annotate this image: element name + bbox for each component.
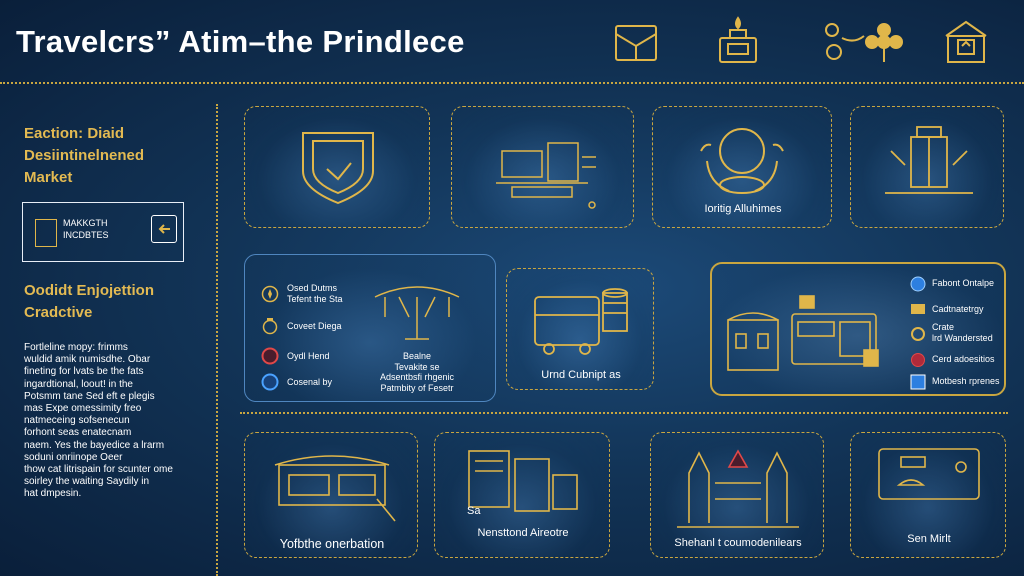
arrow-box-icon bbox=[151, 215, 177, 243]
legend-label: Fabont Ontalpe bbox=[932, 278, 995, 288]
sidebar-heading-line: Oodidt Enjojettion bbox=[24, 282, 154, 299]
sidebar-heading-1: Eaction: Diaid Desiintinelnened Market bbox=[24, 123, 144, 189]
badge-red-icon bbox=[910, 352, 926, 368]
body-line: hat dmpesin. bbox=[24, 488, 82, 500]
flower-icon[interactable] bbox=[820, 18, 910, 66]
body-line: mas Expe omessimity freo bbox=[24, 403, 142, 415]
legend-label: Cadtnatetrgy bbox=[932, 304, 984, 314]
body-line: forhont seas enatecnam bbox=[24, 427, 132, 439]
checkbox-icon bbox=[910, 374, 926, 390]
card-tv[interactable]: Sen Mirlt bbox=[850, 432, 1006, 558]
stall-icon bbox=[274, 455, 396, 522]
body-line: natmeceing sofsenecun bbox=[24, 415, 130, 427]
card-documents[interactable]: Sa Nensttond Aireotre bbox=[434, 432, 610, 558]
body-line: ingardtional, loout! in the bbox=[24, 378, 133, 390]
card-label: Yofbthe onerbation bbox=[279, 537, 385, 551]
building-icon[interactable] bbox=[942, 18, 990, 66]
sun-icon bbox=[910, 326, 926, 342]
storefront-icon bbox=[727, 295, 879, 371]
ticket-icon bbox=[910, 302, 926, 318]
sidebar-heading-line: Eaction: Diaid bbox=[24, 125, 125, 142]
circuit-icon bbox=[496, 142, 596, 209]
caption-line: Bealne bbox=[402, 351, 432, 361]
card-shield[interactable] bbox=[244, 106, 430, 228]
card-label: Urnd Cubnipt as bbox=[541, 369, 621, 381]
legend-label: Motbesh rprenes bbox=[932, 376, 1000, 386]
document-icon bbox=[35, 219, 57, 247]
body-line: soirley the waiting Saydily in bbox=[24, 476, 150, 488]
card-label: Nensttond Aireotre bbox=[477, 527, 569, 539]
legend-label: Oydl Hend bbox=[287, 351, 330, 361]
market-indicator-box[interactable]: MAKKGTH INCDBTES bbox=[22, 202, 184, 262]
card-prefix: Sa bbox=[467, 505, 481, 517]
card-temple[interactable]: Shehanl t coumodenilears bbox=[650, 432, 824, 558]
legend-label: Crate lrd Wandersted bbox=[932, 322, 993, 343]
globe-blue-icon bbox=[910, 276, 926, 292]
card-laurel[interactable]: Ioritig Alluhimes bbox=[652, 106, 832, 228]
caption-line: Tevakite se bbox=[394, 361, 440, 372]
card-bus[interactable]: Urnd Cubnipt as bbox=[506, 268, 654, 390]
card-legend-left[interactable]: Osed Dutms Tefent the Sta Coveet Diega O… bbox=[244, 254, 496, 402]
globe-icon bbox=[261, 373, 279, 391]
header-divider bbox=[0, 82, 1024, 84]
card-label: Shehanl t coumodenilears bbox=[674, 537, 802, 549]
legend-label: Cosenal by bbox=[287, 377, 333, 387]
temple-icon bbox=[677, 449, 799, 528]
tower-icon bbox=[885, 126, 973, 194]
sidebar-heading-line: Market bbox=[24, 169, 73, 186]
card-legend-right[interactable]: Fabont Ontalpe Cadtnatetrgy Crate lrd Wa… bbox=[710, 262, 1006, 396]
lantern-icon[interactable] bbox=[714, 16, 762, 64]
pot-icon bbox=[261, 317, 278, 335]
pavilion-caption: Bealne Tevakite se Adsentbsfi rhgenic Pa… bbox=[357, 351, 477, 393]
card-tower[interactable] bbox=[850, 106, 1004, 228]
sidebar-body-text: Fortleline mopy: frimms wuldid amik numi… bbox=[24, 342, 204, 501]
row-divider bbox=[240, 412, 1008, 414]
caption-line: Adsentbsfi rhgenic bbox=[379, 372, 455, 382]
badge-red-icon bbox=[261, 347, 279, 365]
body-line: thow cat litrispain for scunter ome bbox=[24, 464, 173, 476]
caption-line: Patmbity of Fesetr bbox=[380, 382, 454, 393]
page-title: Travelcrs” Atim–the Prindlece bbox=[16, 24, 465, 59]
body-line: soduni onriinope Oeer bbox=[24, 451, 123, 463]
sidebar-heading-2: Oodidt Enjojettion Cradctive bbox=[24, 280, 154, 324]
box-label-line: INCDBTES bbox=[63, 230, 109, 240]
box-label-line: MAKKGTH bbox=[63, 218, 108, 228]
card-market-stall[interactable]: Yofbthe onerbation bbox=[244, 432, 418, 558]
laurel-emblem-icon bbox=[700, 128, 784, 194]
body-line: Potsmm tane Sed eft e plegis bbox=[24, 390, 155, 402]
body-line: naem. Yes the bayedice a lrarm bbox=[24, 439, 165, 451]
legend-label: Osed Dutms Tefent the Sta bbox=[287, 283, 343, 304]
compass-icon bbox=[261, 285, 279, 303]
body-line: wuldid amik numisdhe. Obar bbox=[24, 354, 151, 366]
body-line: Fortleline mopy: frimms bbox=[24, 342, 128, 353]
card-label: Ioritig Alluhimes bbox=[704, 203, 782, 215]
book-icon[interactable] bbox=[612, 20, 660, 68]
legend-label: Cerd adoesitios bbox=[932, 354, 995, 364]
sidebar-heading-line: Cradctive bbox=[24, 304, 93, 321]
shield-icon bbox=[302, 132, 374, 205]
body-line: fineting for lvats be the fats bbox=[24, 366, 144, 378]
card-circuit[interactable] bbox=[451, 106, 634, 228]
tv-icon bbox=[878, 448, 980, 500]
legend-label: Coveet Diega bbox=[287, 321, 342, 331]
bus-icon bbox=[534, 288, 628, 355]
pavilion-icon bbox=[374, 286, 460, 340]
card-label: Sen Mirlt bbox=[907, 533, 951, 545]
sidebar-heading-line: Desiintinelnened bbox=[24, 147, 145, 164]
sidebar-divider bbox=[216, 104, 218, 576]
documents-icon bbox=[468, 450, 578, 512]
box-label: MAKKGTH INCDBTES bbox=[63, 217, 109, 241]
